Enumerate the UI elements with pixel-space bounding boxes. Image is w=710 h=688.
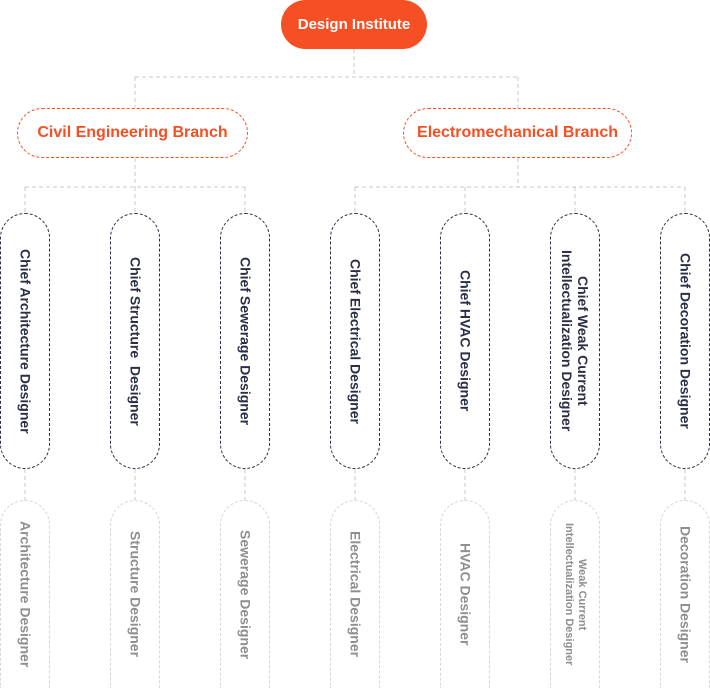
- chief-weak-current-designer[interactable]: Chief Weak Current Intellectualization D…: [550, 213, 600, 469]
- designer-label: Structure Designer: [127, 531, 144, 658]
- chief-architecture-designer[interactable]: Chief Architecture Designer: [0, 213, 50, 469]
- designer-label: HVAC Designer: [457, 543, 474, 646]
- branch-label: Electromechanical Branch: [417, 124, 618, 141]
- chief-label: Chief Decoration Designer: [677, 253, 694, 429]
- branch-label: Civil Engineering Branch: [37, 124, 228, 141]
- chief-electrical-designer[interactable]: Chief Electrical Designer: [330, 213, 380, 469]
- designer-label: Weak Current Intellectualization Designe…: [563, 523, 588, 666]
- chief-decoration-designer[interactable]: Chief Decoration Designer: [660, 213, 710, 469]
- sewerage-designer[interactable]: Sewerage Designer: [220, 500, 270, 688]
- chief-label: Chief Electrical Designer: [347, 258, 364, 424]
- root-label: Design Institute: [297, 16, 411, 33]
- chief-label: Chief Sewerage Designer: [237, 256, 254, 426]
- chief-hvac-designer[interactable]: Chief HVAC Designer: [440, 213, 490, 469]
- designer-label: Electrical Designer: [347, 531, 364, 658]
- architecture-designer[interactable]: Architecture Designer: [0, 500, 50, 688]
- decoration-designer[interactable]: Decoration Designer: [660, 500, 710, 688]
- chief-label: Chief Structure Designer: [127, 256, 144, 426]
- structure-designer[interactable]: Structure Designer: [110, 500, 160, 688]
- hvac-designer[interactable]: HVAC Designer: [440, 500, 490, 688]
- electrical-designer[interactable]: Electrical Designer: [330, 500, 380, 688]
- designer-label: Architecture Designer: [17, 521, 34, 668]
- branch-electromechanical[interactable]: Electromechanical Branch: [403, 108, 632, 158]
- chief-structure-designer[interactable]: Chief Structure Designer: [110, 213, 160, 469]
- root-node[interactable]: Design Institute: [281, 0, 427, 49]
- designer-label: Sewerage Designer: [237, 529, 254, 660]
- chief-label: Chief HVAC Designer: [457, 270, 474, 412]
- branch-civil-engineering[interactable]: Civil Engineering Branch: [17, 108, 248, 158]
- designer-label: Decoration Designer: [677, 526, 694, 663]
- chief-sewerage-designer[interactable]: Chief Sewerage Designer: [220, 213, 270, 469]
- chief-label: Chief Weak Current Intellectualization D…: [559, 250, 591, 432]
- weak-current-designer[interactable]: Weak Current Intellectualization Designe…: [550, 500, 600, 688]
- chief-label: Chief Architecture Designer: [17, 248, 34, 434]
